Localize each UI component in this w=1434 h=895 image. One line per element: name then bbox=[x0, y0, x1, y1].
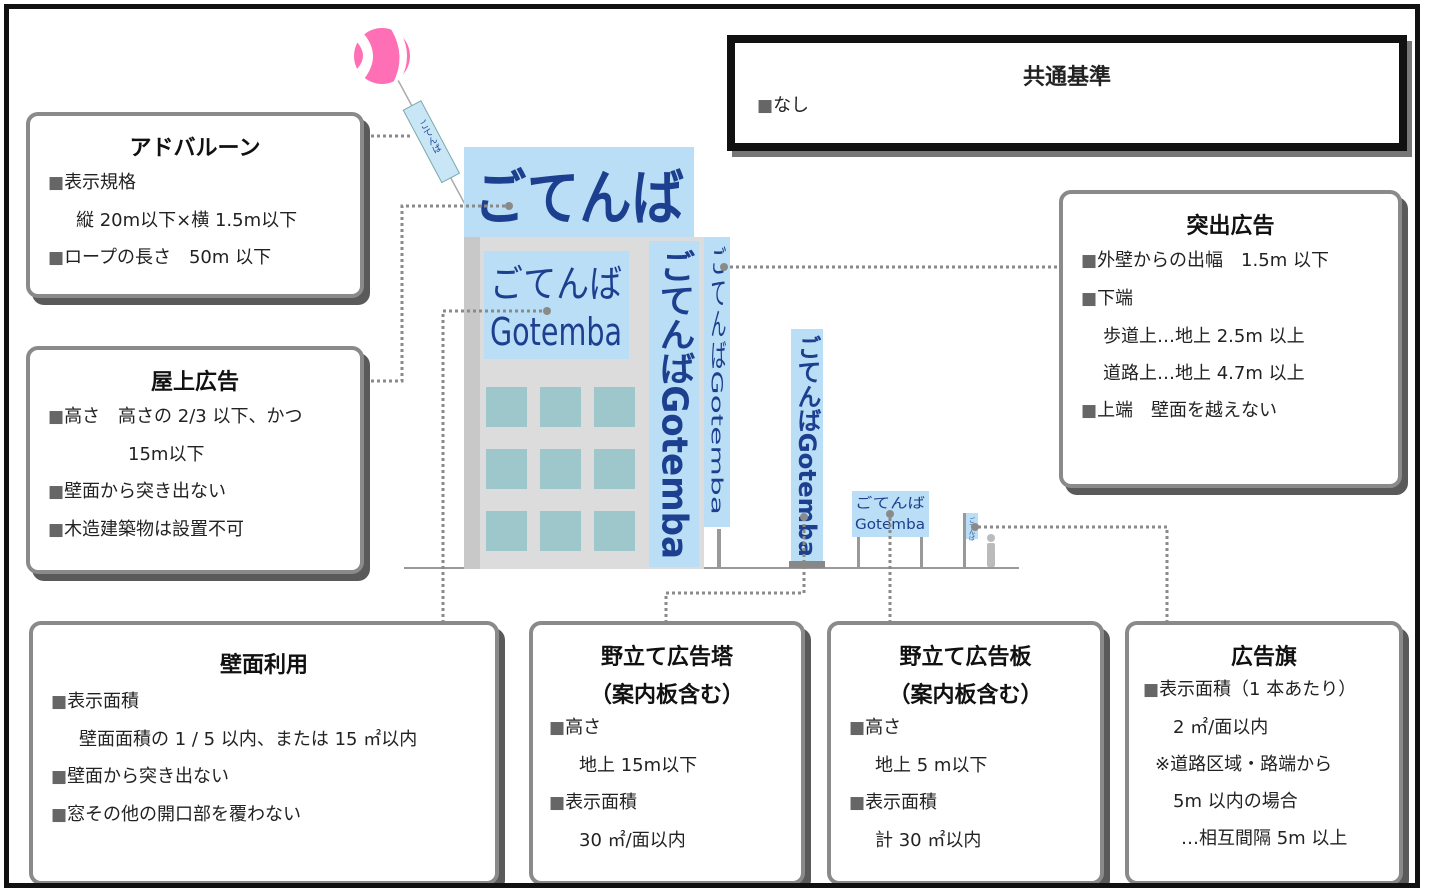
vertical-wall-sign bbox=[649, 241, 699, 567]
wall-line: 壁面面積の 1 / 5 以内、または 15 ㎡以内 bbox=[79, 729, 418, 750]
flag-line: ■表示面積（1 本あたり） bbox=[1143, 679, 1357, 700]
balloon-title: アドバルーン bbox=[129, 136, 261, 161]
rooftop-line: ■壁面から突き出ない bbox=[48, 481, 227, 502]
balloon-icon bbox=[354, 28, 410, 84]
connector-tower bbox=[664, 517, 806, 623]
tower-line: 地上 15m以下 bbox=[579, 755, 698, 776]
rooftop-line: ■高さ 高さの 2/3 以下、かつ bbox=[48, 406, 303, 427]
board-line: ■高さ bbox=[849, 717, 902, 738]
wall-line: ■窓その他の開口部を覆わない bbox=[51, 804, 302, 825]
balloon-line: 縦 20m以下×横 1.5m以下 bbox=[76, 210, 298, 231]
flag-line: …相互間隔 5m 以上 bbox=[1181, 828, 1348, 849]
projecting-line: ■外壁からの出幅 1.5m 以下 bbox=[1081, 250, 1329, 271]
wall-line: ■壁面から突き出ない bbox=[51, 766, 230, 787]
connector-wall bbox=[441, 309, 547, 623]
wall-sign bbox=[484, 251, 629, 359]
flag-title: 広告旗 bbox=[1230, 645, 1297, 670]
projecting-sign-text: ごてんばGotemba bbox=[708, 245, 727, 515]
balloon-box: アドバルーン ■表示規格 縦 20m以下×横 1.5m以下 ■ロープの長さ 50… bbox=[26, 112, 364, 298]
projecting-title: 突出広告 bbox=[1186, 214, 1275, 239]
projecting-line: ■上端 壁面を越えない bbox=[1081, 400, 1278, 421]
wall-title: 壁面利用 bbox=[219, 653, 308, 678]
balloon-banner: ごてんば bbox=[402, 100, 461, 184]
projecting-line: 歩道上…地上 2.5m 以上 bbox=[1103, 326, 1305, 347]
wall-sign-text-1: ごてんば bbox=[490, 262, 622, 306]
rooftop-sign bbox=[464, 147, 694, 237]
rooftop-line: ■木造建築物は設置不可 bbox=[48, 519, 245, 540]
tower-title-2: （案内板含む） bbox=[589, 683, 744, 708]
flag-line: 2 ㎡/面以内 bbox=[1173, 717, 1269, 738]
board-title-1: 野立て広告板 bbox=[899, 645, 1032, 670]
board-box: 野立て広告板 （案内板含む） ■高さ 地上 5 m以下 ■表示面積 計 30 ㎡… bbox=[827, 621, 1104, 883]
wall-box: 壁面利用 ■表示面積 壁面面積の 1 / 5 以内、または 15 ㎡以内 ■壁面… bbox=[29, 621, 499, 883]
tower-sign bbox=[791, 329, 823, 565]
tower-box: 野立て広告塔 （案内板含む） ■高さ 地上 15m以下 ■表示面積 30 ㎡/面… bbox=[529, 621, 805, 883]
projecting-sign bbox=[704, 237, 730, 527]
board-line: 地上 5 m以下 bbox=[875, 755, 988, 776]
common-standards-title: 共通基準 bbox=[1022, 65, 1111, 90]
balloon-line: ■表示規格 bbox=[48, 172, 137, 193]
diagram-frame: ごてんば ごてんば ごてんば Gotemba ごてんばGotemba ごてんばG… bbox=[4, 4, 1420, 888]
projecting-line: 道路上…地上 4.7m 以上 bbox=[1103, 363, 1305, 384]
rooftop-sign-text: ごてんば bbox=[474, 164, 684, 234]
balloon-line: ■ロープの長さ 50m 以下 bbox=[48, 247, 272, 268]
board-line: ■表示面積 bbox=[849, 792, 938, 813]
connectors bbox=[371, 134, 1169, 623]
board-title-2: （案内板含む） bbox=[888, 683, 1043, 708]
connector-rooftop bbox=[371, 204, 509, 383]
rooftop-line: 15m以下 bbox=[128, 444, 205, 465]
tower-sign-text: ごてんばGotemba bbox=[793, 335, 821, 557]
wall-line: ■表示面積 bbox=[51, 691, 140, 712]
wall-sign-text-2: Gotemba bbox=[490, 310, 622, 354]
tower-line: 30 ㎡/面以内 bbox=[579, 830, 686, 851]
tower-title-1: 野立て広告塔 bbox=[600, 645, 733, 670]
flag-line: ※道路区域・路端から bbox=[1155, 754, 1333, 775]
board-sign-text-1: ごてんば bbox=[855, 496, 925, 512]
common-line: ■なし bbox=[757, 95, 810, 116]
tower-line: ■高さ bbox=[549, 717, 602, 738]
windows bbox=[486, 387, 635, 551]
rooftop-box: 屋上広告 ■高さ 高さの 2/3 以下、かつ 15m以下 ■壁面から突き出ない … bbox=[26, 346, 364, 574]
person-icon bbox=[987, 534, 995, 567]
tower-line: ■表示面積 bbox=[549, 792, 638, 813]
flag-sign-text: ごてんば bbox=[968, 516, 975, 542]
board-line: 計 30 ㎡以内 bbox=[875, 830, 982, 851]
flag-line: 5m 以内の場合 bbox=[1173, 791, 1298, 812]
flag-box: 広告旗 ■表示面積（1 本あたり） 2 ㎡/面以内 ※道路区域・路端から 5m … bbox=[1125, 621, 1403, 883]
projecting-box: 突出広告 ■外壁からの出幅 1.5m 以下 ■下端 歩道上…地上 2.5m 以上… bbox=[1059, 190, 1402, 488]
common-standards-box: 共通基準 ■なし bbox=[727, 35, 1407, 151]
vertical-wall-sign-text: ごてんばGotemba bbox=[654, 249, 695, 559]
projecting-line: ■下端 bbox=[1081, 288, 1134, 309]
illustration: ごてんば ごてんば ごてんば Gotemba ごてんばGotemba ごてんばG… bbox=[354, 28, 1169, 623]
rooftop-title: 屋上広告 bbox=[150, 370, 239, 395]
connector-flag bbox=[975, 525, 1169, 623]
